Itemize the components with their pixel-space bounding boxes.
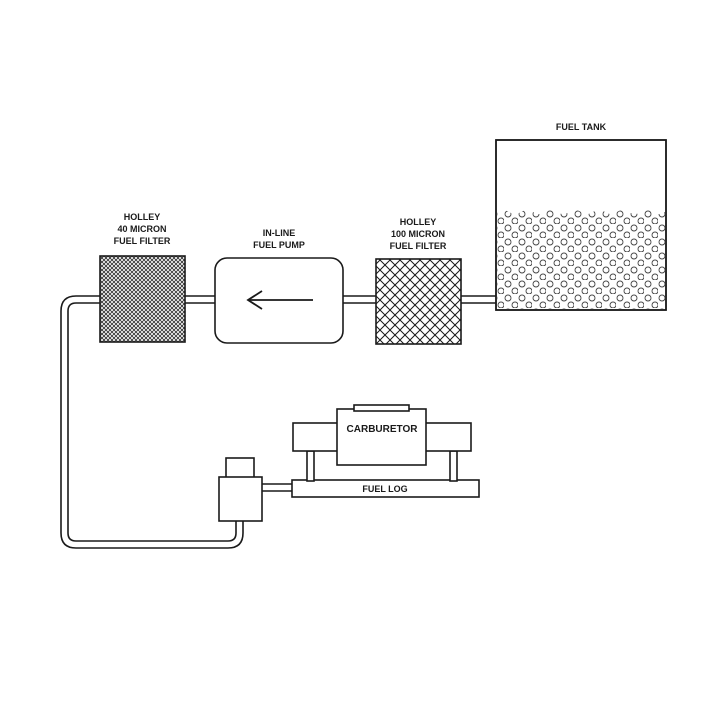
inline-fuel-pump: IN-LINE FUEL PUMP (214, 228, 344, 344)
filter-100-label-line2: 100 MICRON (391, 229, 445, 239)
filter-40-label-line2: 40 MICRON (117, 224, 166, 234)
fuel-lines (60, 295, 496, 549)
carburetor: CARBURETOR (292, 404, 472, 482)
fuel-pump-label-line1: IN-LINE (263, 228, 296, 238)
filter-40-label-line3: FUEL FILTER (114, 236, 171, 246)
fuel-pump-label-line2: FUEL PUMP (253, 240, 305, 250)
filter-40-label-line1: HOLLEY (124, 212, 161, 222)
filter-100-micron: HOLLEY 100 MICRON FUEL FILTER (375, 217, 462, 345)
regulator (218, 457, 263, 522)
filter-100-label-line3: FUEL FILTER (390, 241, 447, 251)
carburetor-label: CARBURETOR (347, 424, 419, 435)
fuel-tank-label: FUEL TANK (556, 122, 607, 132)
filter-100-label-line1: HOLLEY (400, 217, 437, 227)
arrow-left-icon (246, 290, 313, 310)
fuel-level (497, 210, 665, 309)
filter-40-micron: HOLLEY 40 MICRON FUEL FILTER (99, 212, 186, 343)
fuel-log: FUEL LOG (291, 479, 480, 498)
fuel-log-label: FUEL LOG (362, 484, 407, 494)
fuel-tank: FUEL TANK (495, 122, 667, 311)
